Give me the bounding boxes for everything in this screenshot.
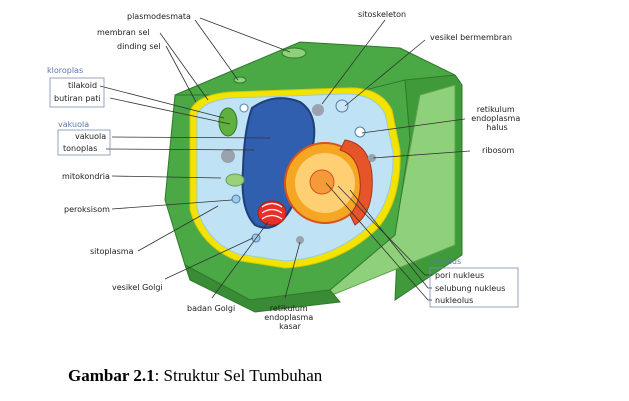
label-vesikel-bermembran: vesikel bermembran [430, 33, 512, 42]
diagram-canvas: plasmodesmata membran sel dinding sel kl… [47, 10, 523, 331]
label-vesikel-golgi: vesikel Golgi [112, 283, 163, 292]
chloroplast [225, 173, 245, 187]
label-retikulum-kasar: retikulum endoplasma kasar [264, 304, 316, 331]
peroxisome [231, 194, 241, 204]
label-vakuola: vakuola [75, 132, 106, 141]
figure-caption: Gambar 2.1: Struktur Sel Tumbuhan [68, 366, 488, 390]
label-selubung-nukleus: selubung nukleus [435, 284, 505, 293]
ribosome-cluster [312, 104, 324, 116]
label-plasmodesmata: plasmodesmata [127, 12, 191, 21]
cell-wall-bottom-edge [184, 263, 341, 313]
golgi-apparatus [257, 200, 287, 226]
nucleolus [309, 169, 335, 195]
plasmodesmata-pore [233, 76, 247, 84]
label-sitoskeleton: sitoskeleton [358, 10, 406, 19]
label-butiran-pati: butiran pati [54, 94, 101, 103]
label-badan-golgi: badan Golgi [187, 304, 235, 313]
mitochondrion [221, 149, 235, 163]
vakuola-group-box [57, 129, 111, 156]
caption-figure-number: Gambar 2.1 [68, 366, 155, 385]
label-kloroplas: kloroplas [47, 66, 83, 75]
ribosome-cluster [368, 154, 376, 162]
vesicle [239, 103, 249, 113]
label-retikulum-halus: retikulum endoplasma halus [471, 105, 523, 132]
label-sitoplasma: sitoplasma [90, 247, 134, 256]
label-nukleus-group: nukleus [430, 257, 461, 266]
caption-title: : Struktur Sel Tumbuhan [154, 366, 323, 385]
plasmodesmata-pore [281, 47, 307, 59]
vesicle [335, 99, 349, 113]
nukleus-group-box [429, 267, 519, 308]
label-tilakoid: tilakoid [68, 81, 97, 90]
label-dinding-sel: dinding sel [117, 42, 161, 51]
label-pori-nukleus: pori nukleus [435, 271, 484, 280]
ribosome-cluster [296, 236, 304, 244]
kloroplas-group-box [49, 77, 105, 108]
label-nukleolus: nukleolus [435, 296, 473, 305]
golgi-stack [261, 202, 283, 220]
label-membran-sel: membran sel [97, 28, 150, 37]
vesicle [354, 126, 366, 138]
leader-lines [99, 17, 471, 301]
label-peroksisom: peroksisom [64, 205, 110, 214]
label-tonoplas: tonoplas [63, 144, 97, 153]
label-mitokondria: mitokondria [62, 172, 110, 181]
label-vakuola-group: vakuola [58, 120, 89, 129]
rough-er [339, 139, 373, 226]
label-ribosom: ribosom [482, 146, 515, 155]
